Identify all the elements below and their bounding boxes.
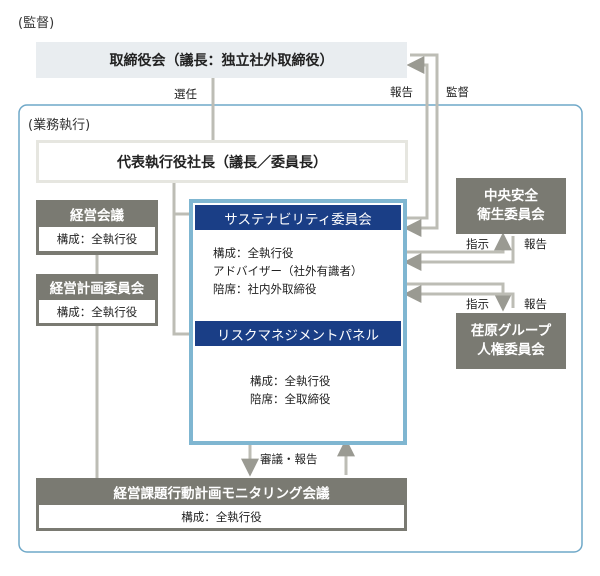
planning-committee-composition: 構成：全執行役: [39, 300, 155, 323]
supervision-label: (監督): [18, 16, 55, 31]
instruct-human-rights-line: [405, 282, 512, 312]
management-meeting-box: 経営会議 構成：全執行役: [36, 200, 158, 255]
management-meeting-title: 経営会議: [70, 207, 124, 224]
appoint-label: 選任: [174, 87, 197, 101]
president-to-committees-line: [172, 180, 190, 336]
safety-committee-title-1: 中央安全: [484, 188, 538, 204]
report-label-safety: 報告: [524, 237, 547, 251]
report-label: 報告: [390, 85, 413, 99]
supervise-from-board-line: [403, 53, 439, 237]
board-box: 取締役会（議長：独立社外取締役）: [36, 42, 407, 78]
instruct-safety-line: [405, 232, 512, 254]
planning-committee-box: 経営計画委員会 構成：全執行役: [36, 274, 158, 326]
instruct-label-safety: 指示: [466, 237, 489, 251]
oversee-label: 監督: [446, 85, 469, 99]
planning-committee-title: 経営計画委員会: [49, 281, 145, 297]
human-rights-committee-title-2: 人権委員会: [477, 342, 545, 358]
review-report-label: 審議・報告: [260, 452, 318, 466]
report-human-rights-line: [403, 285, 515, 308]
execution-frame: [18, 104, 583, 553]
sustainability-line-advisor: アドバイザー（社外有識者）: [213, 264, 363, 278]
sustainability-line-attendee: 陪席：社内外取締役: [213, 282, 317, 296]
monitoring-meeting-composition: 構成：全執行役: [39, 505, 404, 528]
sustainability-committee-title: サステナビリティ委員会: [224, 211, 372, 228]
report-to-board-line: [405, 56, 429, 220]
monitoring-meeting-title: 経営課題行動計画モニタリング会議: [113, 485, 330, 502]
risk-panel-body: 構成：全執行役 陪席：全取締役: [250, 372, 331, 408]
monitoring-meeting-box: 経営課題行動計画モニタリング会議 構成：全執行役: [36, 478, 407, 531]
report-label-human-rights: 報告: [524, 297, 547, 311]
sustainability-line-composition: 構成：全執行役: [213, 246, 294, 260]
president-title: 代表執行役社長（議長／委員長）: [117, 154, 327, 171]
instruct-label-human-rights: 指示: [466, 297, 489, 311]
safety-committee-title-2: 衛生委員会: [477, 207, 545, 223]
risk-panel-line-attendee: 陪席：全取締役: [250, 392, 331, 406]
execution-label: (業務執行): [28, 118, 91, 133]
human-rights-committee-title-1: 荏原グループ: [470, 323, 552, 339]
sustainability-committee-header: サステナビリティ委員会: [195, 205, 401, 230]
risk-panel-line-composition: 構成：全執行役: [250, 374, 331, 388]
risk-panel-title: リスクマネジメントパネル: [217, 327, 379, 344]
management-meeting-composition: 構成：全執行役: [39, 227, 155, 251]
report-safety-line: [403, 236, 515, 271]
risk-panel-header: リスクマネジメントパネル: [195, 321, 401, 346]
human-rights-committee-box: 荏原グループ 人権委員会: [456, 313, 566, 369]
sustainability-committee-body: 構成：全執行役 アドバイザー（社外有識者） 陪席：社内外取締役: [213, 244, 363, 298]
president-box: 代表執行役社長（議長／委員長）: [36, 140, 408, 183]
safety-committee-box: 中央安全 衛生委員会: [456, 178, 566, 234]
board-title: 取締役会（議長：独立社外取締役）: [109, 53, 334, 69]
